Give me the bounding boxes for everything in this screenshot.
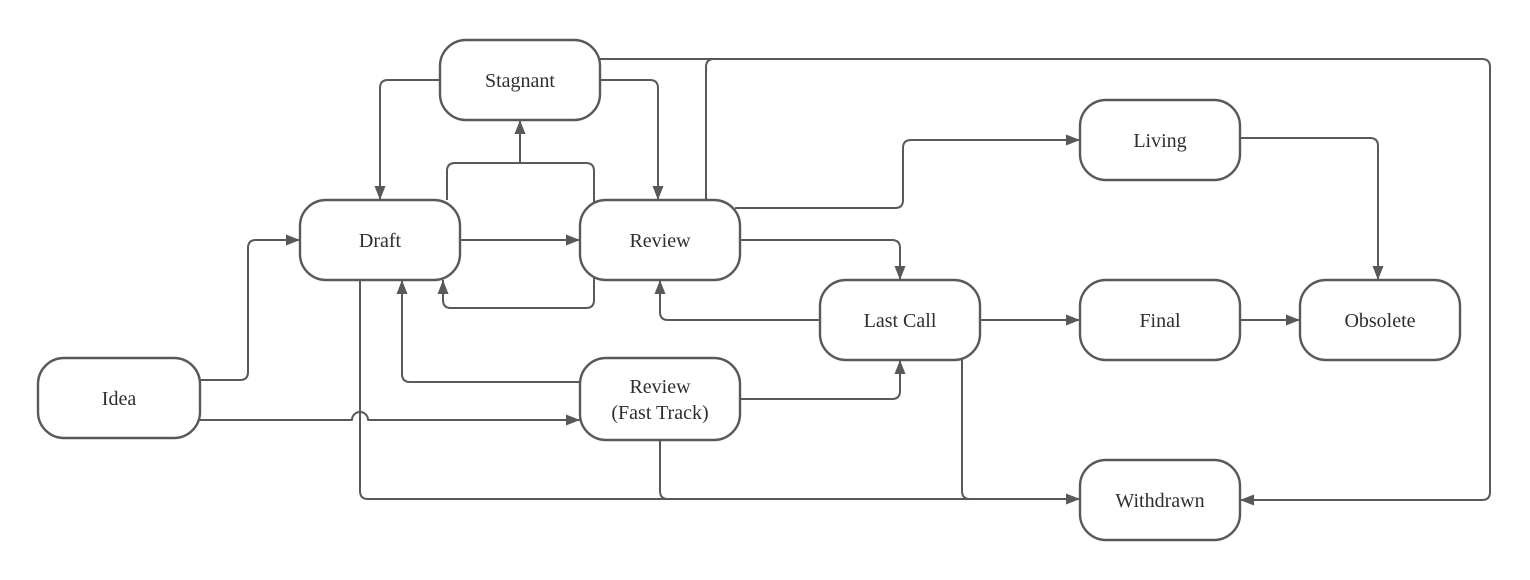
node-review-fast-track-shape — [578, 356, 742, 442]
node-idea: Idea — [36, 356, 202, 440]
edge-review-fast-track-to-draft — [396, 280, 580, 383]
edge-review-join-top-route — [705, 58, 722, 200]
node-obsolete-label: Obsolete — [1344, 310, 1415, 332]
edge-stagnant-to-draft — [374, 79, 440, 200]
edge-review-fast-track-to-last-call — [740, 360, 906, 400]
node-living: Living — [1078, 98, 1242, 182]
node-last-call: Last Call — [818, 278, 982, 362]
edge-review-fast-track-join-trunk — [659, 440, 680, 500]
node-review-fast-track-label: Review(Fast Track) — [611, 376, 708, 424]
node-last-call-shape — [818, 278, 982, 362]
edge-last-call-join-trunk — [961, 357, 982, 500]
node-obsolete: Obsolete — [1298, 278, 1462, 362]
edge-idea-to-review-fast-track — [198, 411, 580, 426]
node-obsolete-shape — [1298, 278, 1462, 362]
edge-review-to-living — [735, 134, 1080, 209]
edge-living-to-obsolete — [1240, 137, 1384, 280]
node-review-shape — [578, 198, 742, 282]
node-withdrawn: Withdrawn — [1078, 458, 1242, 542]
node-draft-shape — [298, 198, 462, 282]
node-withdrawn-label: Withdrawn — [1115, 490, 1204, 512]
node-idea-label: Idea — [102, 388, 137, 410]
node-idea-shape — [36, 356, 202, 440]
node-review-label: Review — [629, 230, 691, 252]
node-review-fast-track: Review(Fast Track) — [578, 356, 742, 442]
node-last-call-label: Last Call — [864, 310, 937, 332]
edge-draft-to-withdrawn-trunk — [359, 280, 1080, 505]
edge-draft-review-to-stagnant-rail — [446, 162, 595, 203]
node-living-label: Living — [1133, 130, 1186, 152]
edge-stagnant-to-review — [600, 79, 664, 200]
edge-stagnant-review-to-withdrawn — [598, 58, 1491, 506]
node-living-shape — [1078, 98, 1242, 182]
node-final-label: Final — [1139, 310, 1181, 332]
node-final: Final — [1078, 278, 1242, 362]
node-review: Review — [578, 198, 742, 282]
edge-review-to-draft — [437, 276, 595, 309]
node-stagnant-shape — [438, 38, 602, 122]
node-draft: Draft — [298, 198, 462, 282]
node-final-shape — [1078, 278, 1242, 362]
node-draft-label: Draft — [359, 230, 402, 252]
edge-idea-to-draft — [198, 234, 300, 381]
edges-layer — [198, 58, 1491, 506]
node-stagnant: Stagnant — [438, 38, 602, 122]
node-withdrawn-shape — [1078, 458, 1242, 542]
edge-review-to-last-call — [740, 239, 906, 280]
edge-last-call-to-review — [654, 280, 820, 321]
node-stagnant-label: Stagnant — [485, 70, 555, 92]
